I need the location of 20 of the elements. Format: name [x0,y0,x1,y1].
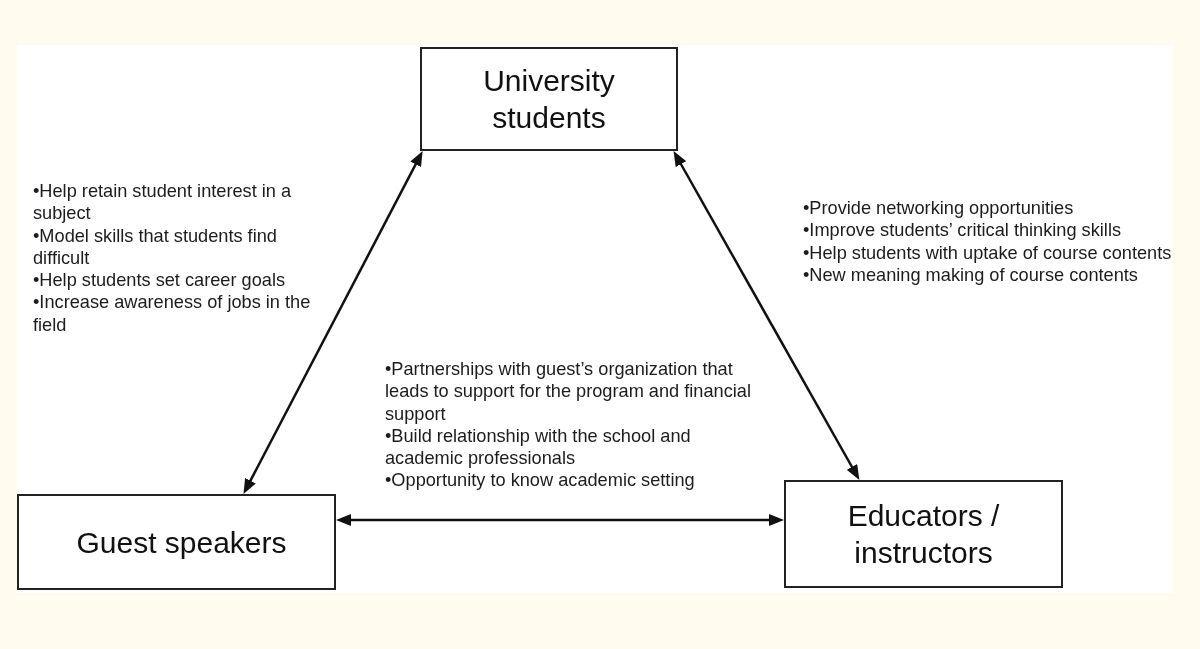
double-arrow [336,514,784,526]
bullet-text: •Help students set career goals [33,269,287,292]
bullet-text: •Improve students’ critical thinking skills [803,219,1123,242]
bullet-text: •New meaning making of course contents [803,263,1139,287]
bullet-text: •Partnerships with guest’s organization that leads to support for the program and financial support [385,358,752,425]
stakeholder-box [420,47,678,151]
double-arrow [243,151,423,494]
double-arrow [673,151,860,480]
bullet-text: •Model skills that students find difficult [33,224,278,270]
stakeholder-box [17,494,336,590]
box-title: University students [482,63,616,136]
bullet-text: •Provide networking opportunities [803,197,1075,220]
bullet-text: •Help retain student interest in a subject [33,180,293,225]
box-title: Guest speakers [76,524,287,561]
bullet-text: •Help students with uptake of course contents [803,241,1173,264]
bullet-text: •Increase awareness of jobs in the field [33,291,312,337]
stakeholder-box [784,480,1063,588]
bullet-text: •Build relationship with the school and academic professionals [385,424,692,470]
bullet-text: •Opportunity to know academic setting [385,469,696,492]
box-title: Educators / instructors [846,498,1001,571]
